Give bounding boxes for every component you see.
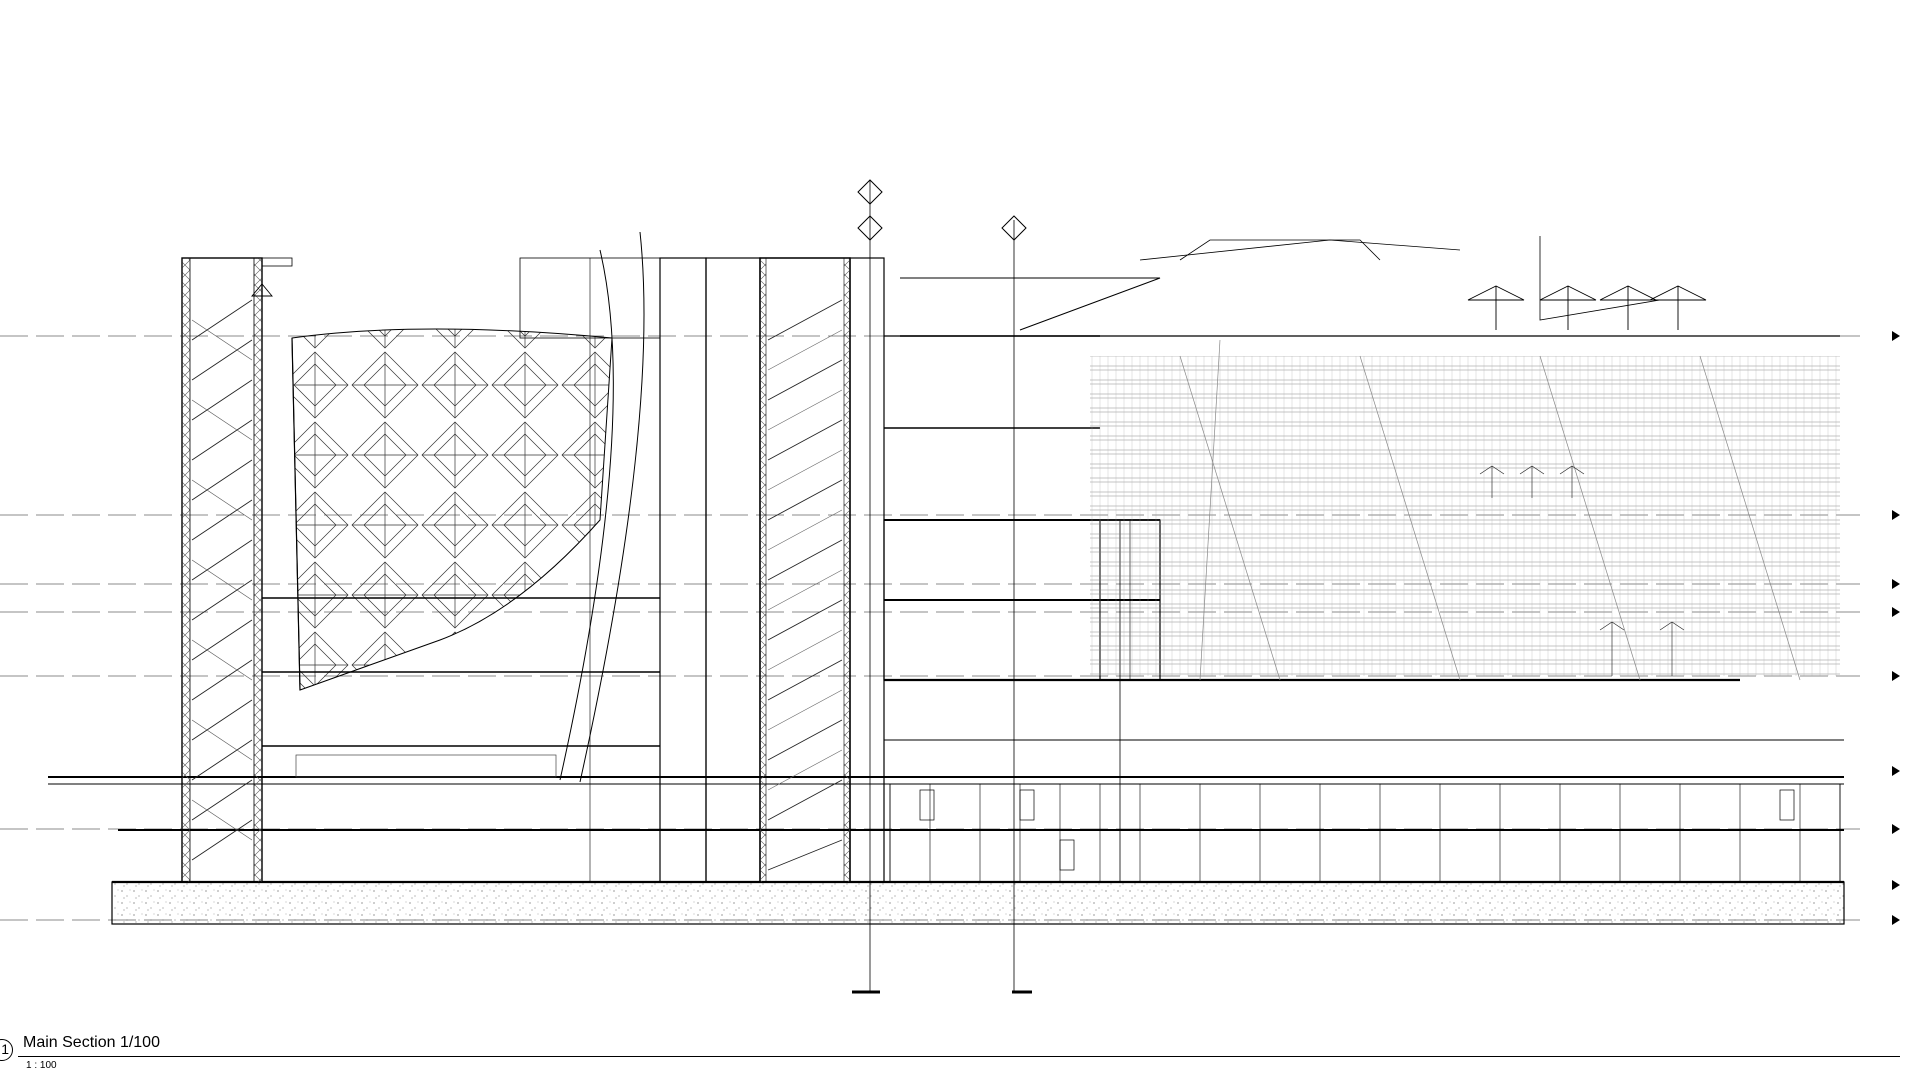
view-title-block: 1 Main Section 1/100 1 : 100	[0, 1026, 1900, 1076]
central-stair-core	[759, 257, 851, 883]
view-scale: 1 : 100	[26, 1060, 57, 1071]
faceted-atrium-screen	[291, 231, 645, 783]
roof-structure	[900, 236, 1661, 337]
view-title: Main Section 1/100	[23, 1034, 160, 1051]
lower-floor-rooms	[889, 783, 1841, 883]
diagonal-bracing	[1179, 339, 1801, 681]
section-cut-markers	[852, 179, 1032, 994]
elevation-louvres	[1090, 356, 1840, 676]
interior-umbrellas	[1479, 465, 1685, 676]
title-underline	[18, 1056, 1900, 1057]
roof-umbrellas	[251, 283, 1707, 336]
view-number-marker: 1	[0, 1039, 13, 1061]
ground-slab	[111, 881, 1845, 925]
left-stair-core	[181, 257, 263, 883]
level-markers	[1892, 331, 1900, 925]
